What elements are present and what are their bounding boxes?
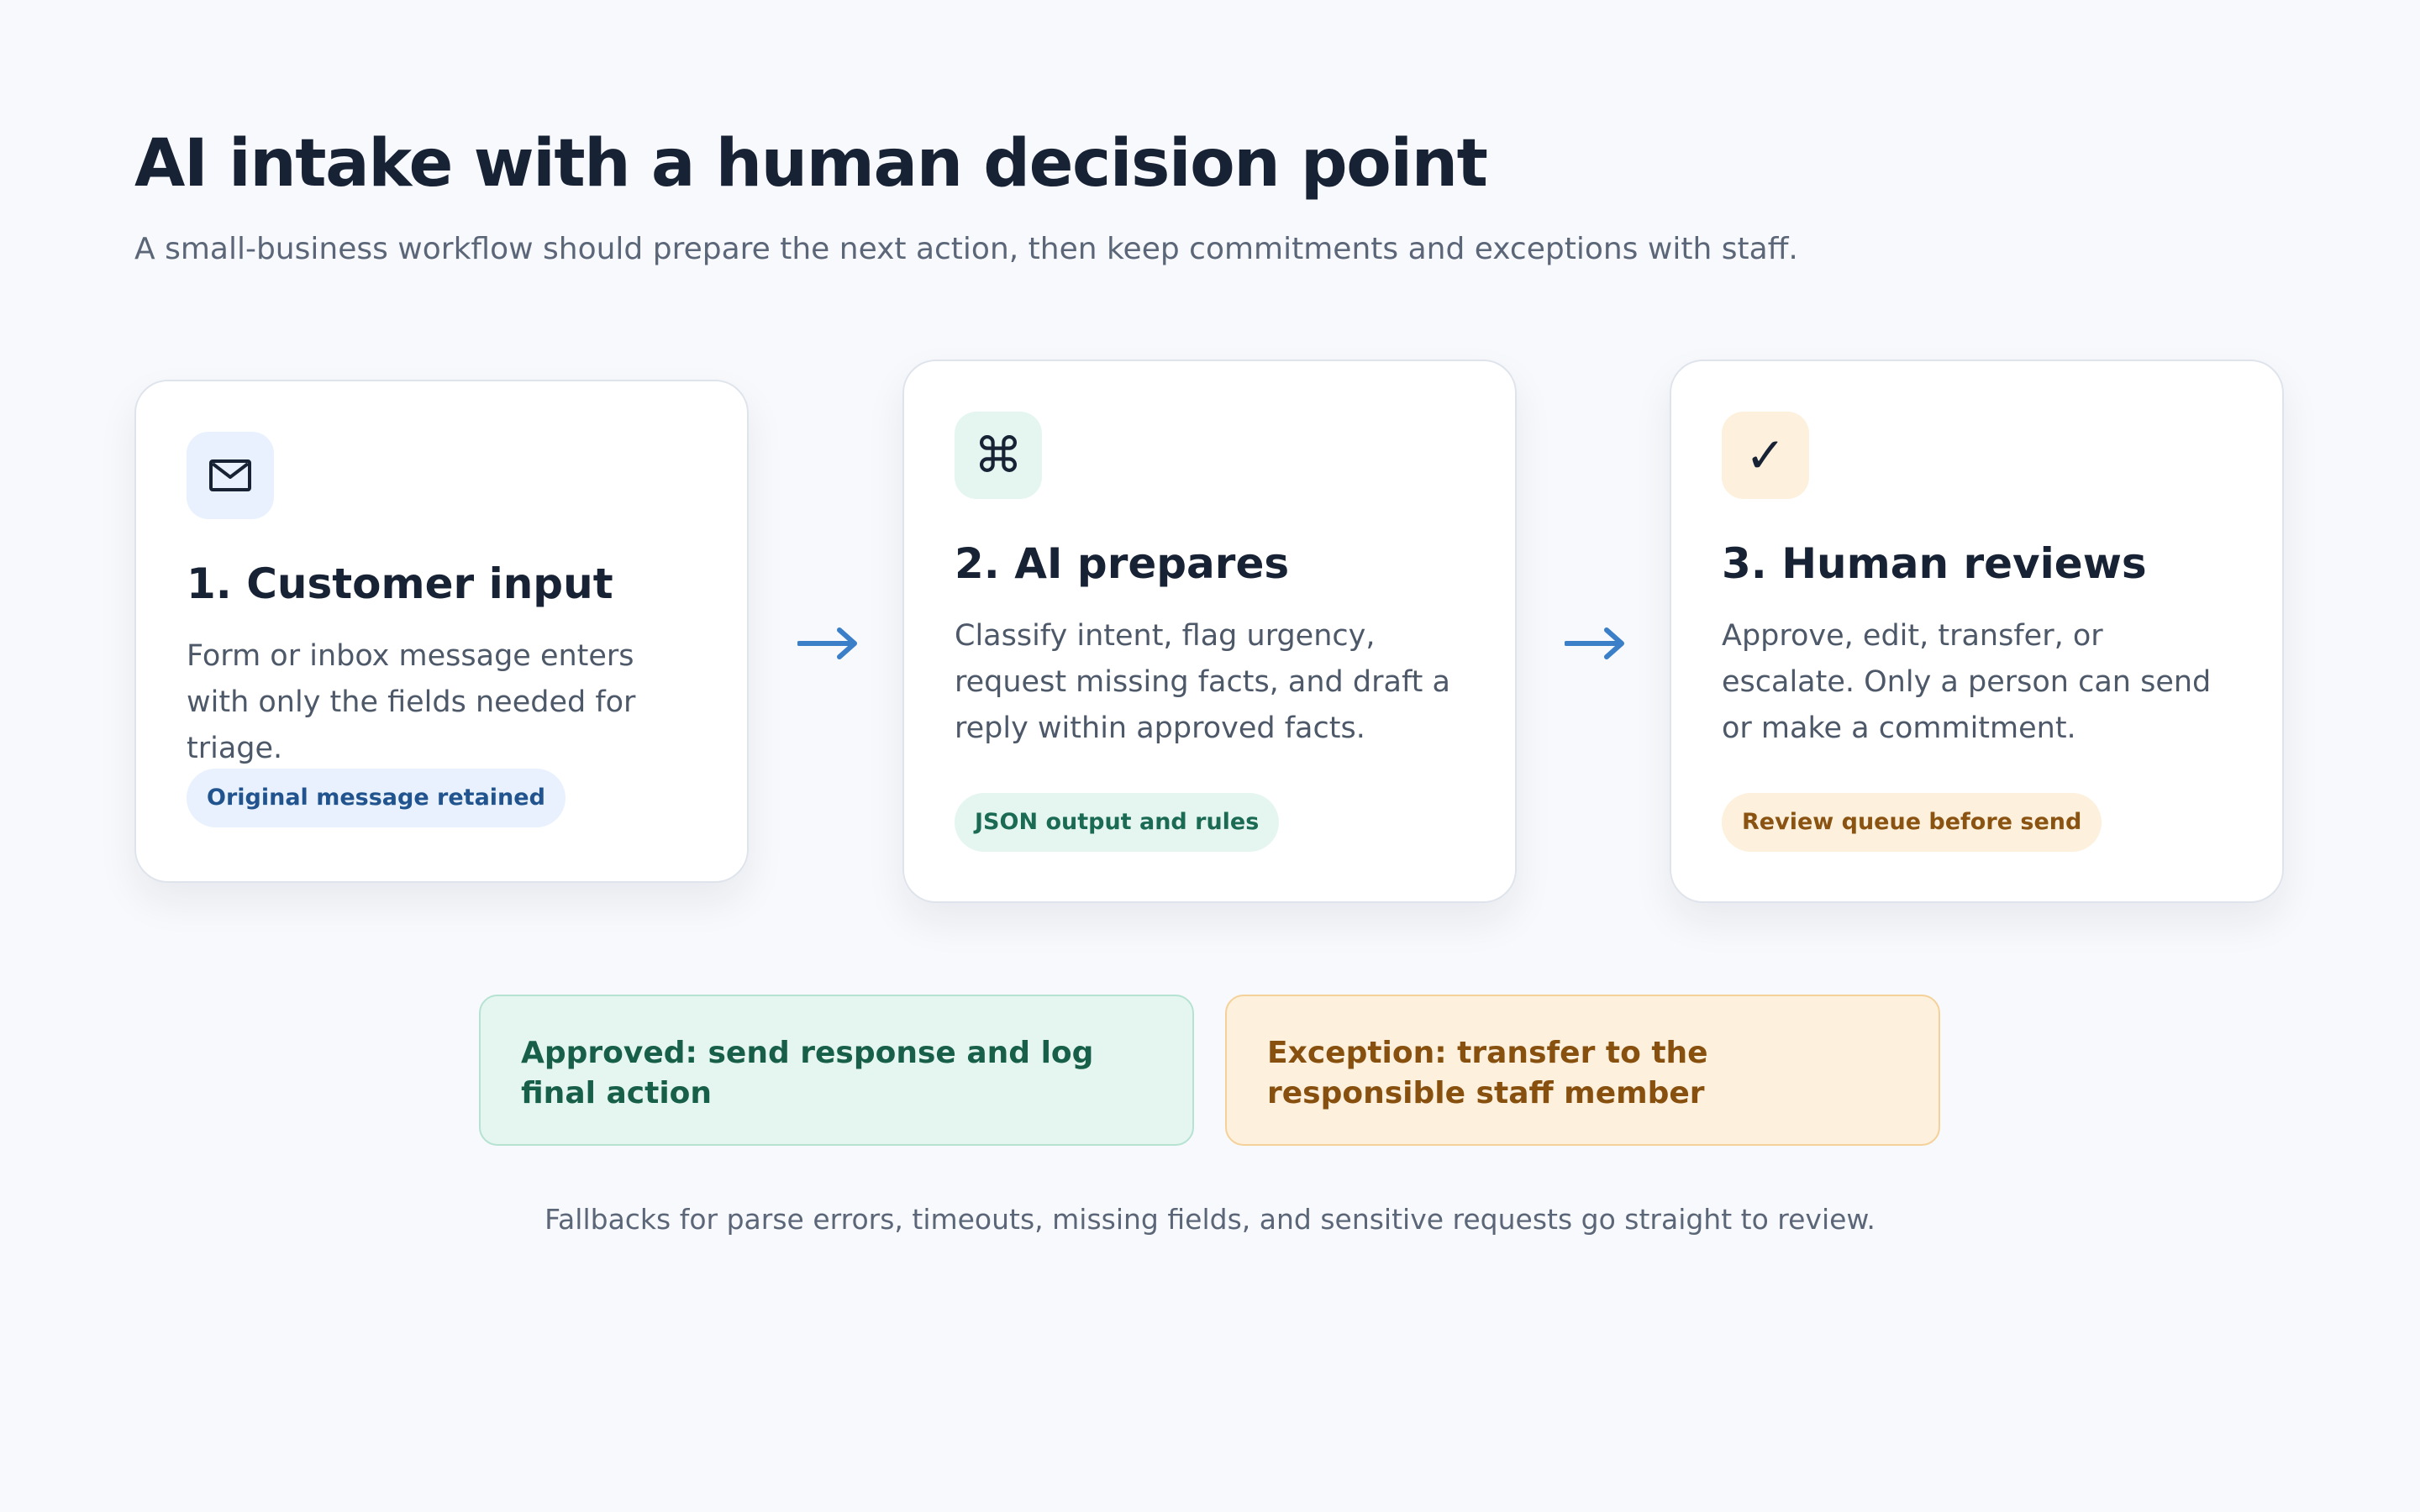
command-glyph: ⌘: [974, 427, 1023, 484]
approved-outcome-box: Approved: send response and log final ac…: [479, 995, 1194, 1146]
step-title: 1. Customer input: [187, 559, 613, 608]
step-description: Classify intent, flag urgency, request m…: [955, 619, 1450, 745]
step-description: Form or inbox message enters with only t…: [187, 639, 636, 765]
exception-outcome-box: Exception: transfer to the responsible s…: [1225, 995, 1940, 1146]
step-tag: Original message retained: [187, 769, 566, 827]
fallback-footnote: Fallbacks for parse errors, timeouts, mi…: [544, 1203, 1876, 1236]
checkmark-icon: ✓: [1722, 412, 1809, 499]
page-subtitle: A small-business workflow should prepare…: [134, 232, 1798, 266]
step-title: 2. AI prepares: [955, 539, 1290, 588]
step-description: Approve, edit, transfer, or escalate. On…: [1722, 619, 2212, 745]
step-tag: Review queue before send: [1722, 793, 2102, 852]
arrow-right-icon: [1565, 627, 1624, 659]
arrow-right-icon: [797, 627, 857, 659]
command-icon: ⌘: [955, 412, 1042, 499]
envelope-icon: [187, 432, 274, 519]
step-card-customer-input: 1. Customer input Form or inbox message …: [134, 380, 749, 883]
step-title: 3. Human reviews: [1722, 539, 2147, 588]
step-tag: JSON output and rules: [955, 793, 1280, 852]
page-title: AI intake with a human decision point: [134, 126, 1488, 202]
step-card-human-reviews: ✓ 3. Human reviews Approve, edit, transf…: [1670, 360, 2284, 903]
step-card-ai-prepares: ⌘ 2. AI prepares Classify intent, flag u…: [902, 360, 1517, 903]
checkmark-glyph: ✓: [1744, 427, 1786, 484]
